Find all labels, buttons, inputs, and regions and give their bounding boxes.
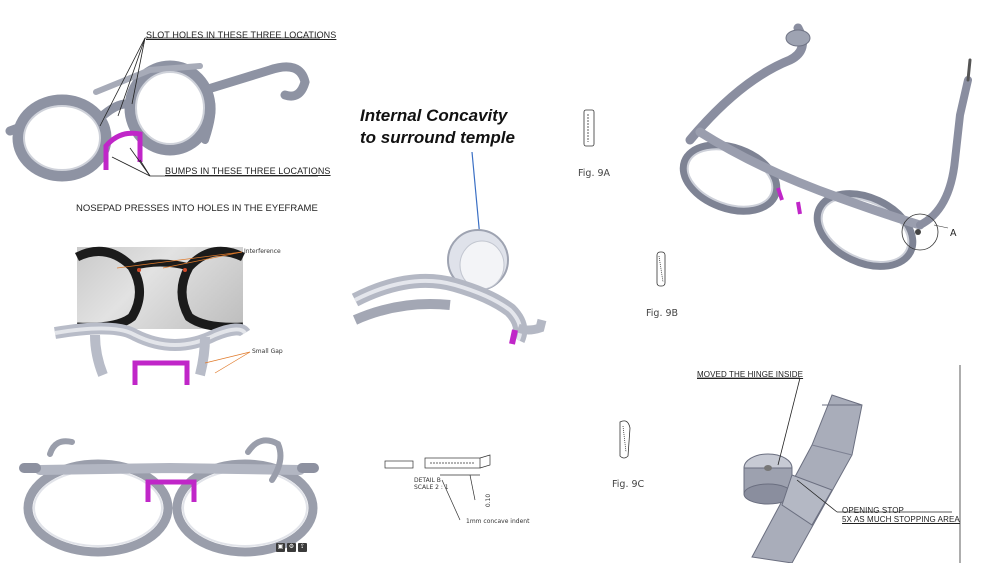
nosepad-concavity-shape [509, 329, 518, 345]
panel-internal-concavity: Internal Concavity to surround temple [350, 100, 550, 365]
caption-nosepad-presses: NOSEPAD PRESSES INTO HOLES IN THE EYEFRA… [76, 203, 318, 214]
expand-icon[interactable]: ▣ [276, 543, 285, 552]
label-concave-indent: 1mm concave indent [466, 518, 530, 525]
label-opening-stop: OPENING STOP [842, 506, 904, 515]
label-small-gap: Small Gap [252, 348, 283, 355]
concavity-title-line1: Internal Concavity [360, 106, 508, 125]
share-icon[interactable]: ⇪ [298, 543, 307, 552]
concavity-title: Internal Concavity to surround temple [360, 105, 515, 149]
panel-hinge-detail: MOVED THE HINGE INSIDE OPENING STOP 5X A… [692, 365, 962, 563]
label-scale: SCALE 2 : 1 [414, 484, 449, 491]
nosepad-gap-shape [132, 360, 190, 385]
detail-a-circle [901, 213, 939, 251]
label-moved-hinge: MOVED THE HINGE INSIDE [697, 370, 804, 379]
panel-detail-a-view: A [679, 20, 980, 290]
panel-slot-holes: SLOT HOLES IN THESE THREE LOCATIONS BUMP… [0, 0, 340, 230]
settings-icon[interactable]: ⚙ [287, 543, 296, 552]
detail-b-drawing [384, 454, 491, 521]
label-dimension: 0.10 [485, 493, 493, 508]
panel-figures-9: Fig. 9A Fig. 9B Fig. 9C [570, 100, 680, 500]
glasses-front-render [19, 437, 319, 557]
concavity-render [351, 151, 547, 345]
glasses-render-top-left [5, 37, 320, 182]
label-detail-a: A [950, 228, 957, 239]
nosepad-perspective-shape [776, 187, 802, 215]
viewer-toolbar[interactable]: ▣ ⚙ ⇪ [276, 543, 307, 552]
panel-detail-b: DETAIL B SCALE 2 : 1 0.10 1mm concave in… [380, 445, 540, 535]
glasses-perspective-render [679, 23, 972, 270]
caption-fig-9a: Fig. 9A [578, 168, 611, 179]
concavity-title-line2: to surround temple [360, 128, 515, 147]
caption-fig-9c: Fig. 9C [612, 479, 645, 490]
nosepad-front-shape [145, 479, 197, 502]
label-stopping-area: 5X AS MUCH STOPPING AREA [842, 515, 960, 524]
label-slot-holes: SLOT HOLES IN THESE THREE LOCATIONS [146, 30, 337, 40]
panel-interference: Interference Small Gap [54, 245, 295, 390]
label-detail-b: DETAIL B [414, 477, 441, 484]
hinge-render [697, 365, 961, 563]
fig-9a-part [583, 109, 666, 459]
nosepad-gap-render [54, 251, 251, 385]
panel-front-view: ▣ ⚙ ⇪ [10, 430, 320, 560]
label-bumps: BUMPS IN THESE THREE LOCATIONS [165, 166, 331, 176]
caption-fig-9b: Fig. 9B [646, 308, 679, 319]
nosepad-shape [103, 130, 143, 170]
label-interference: Interference [244, 248, 281, 255]
